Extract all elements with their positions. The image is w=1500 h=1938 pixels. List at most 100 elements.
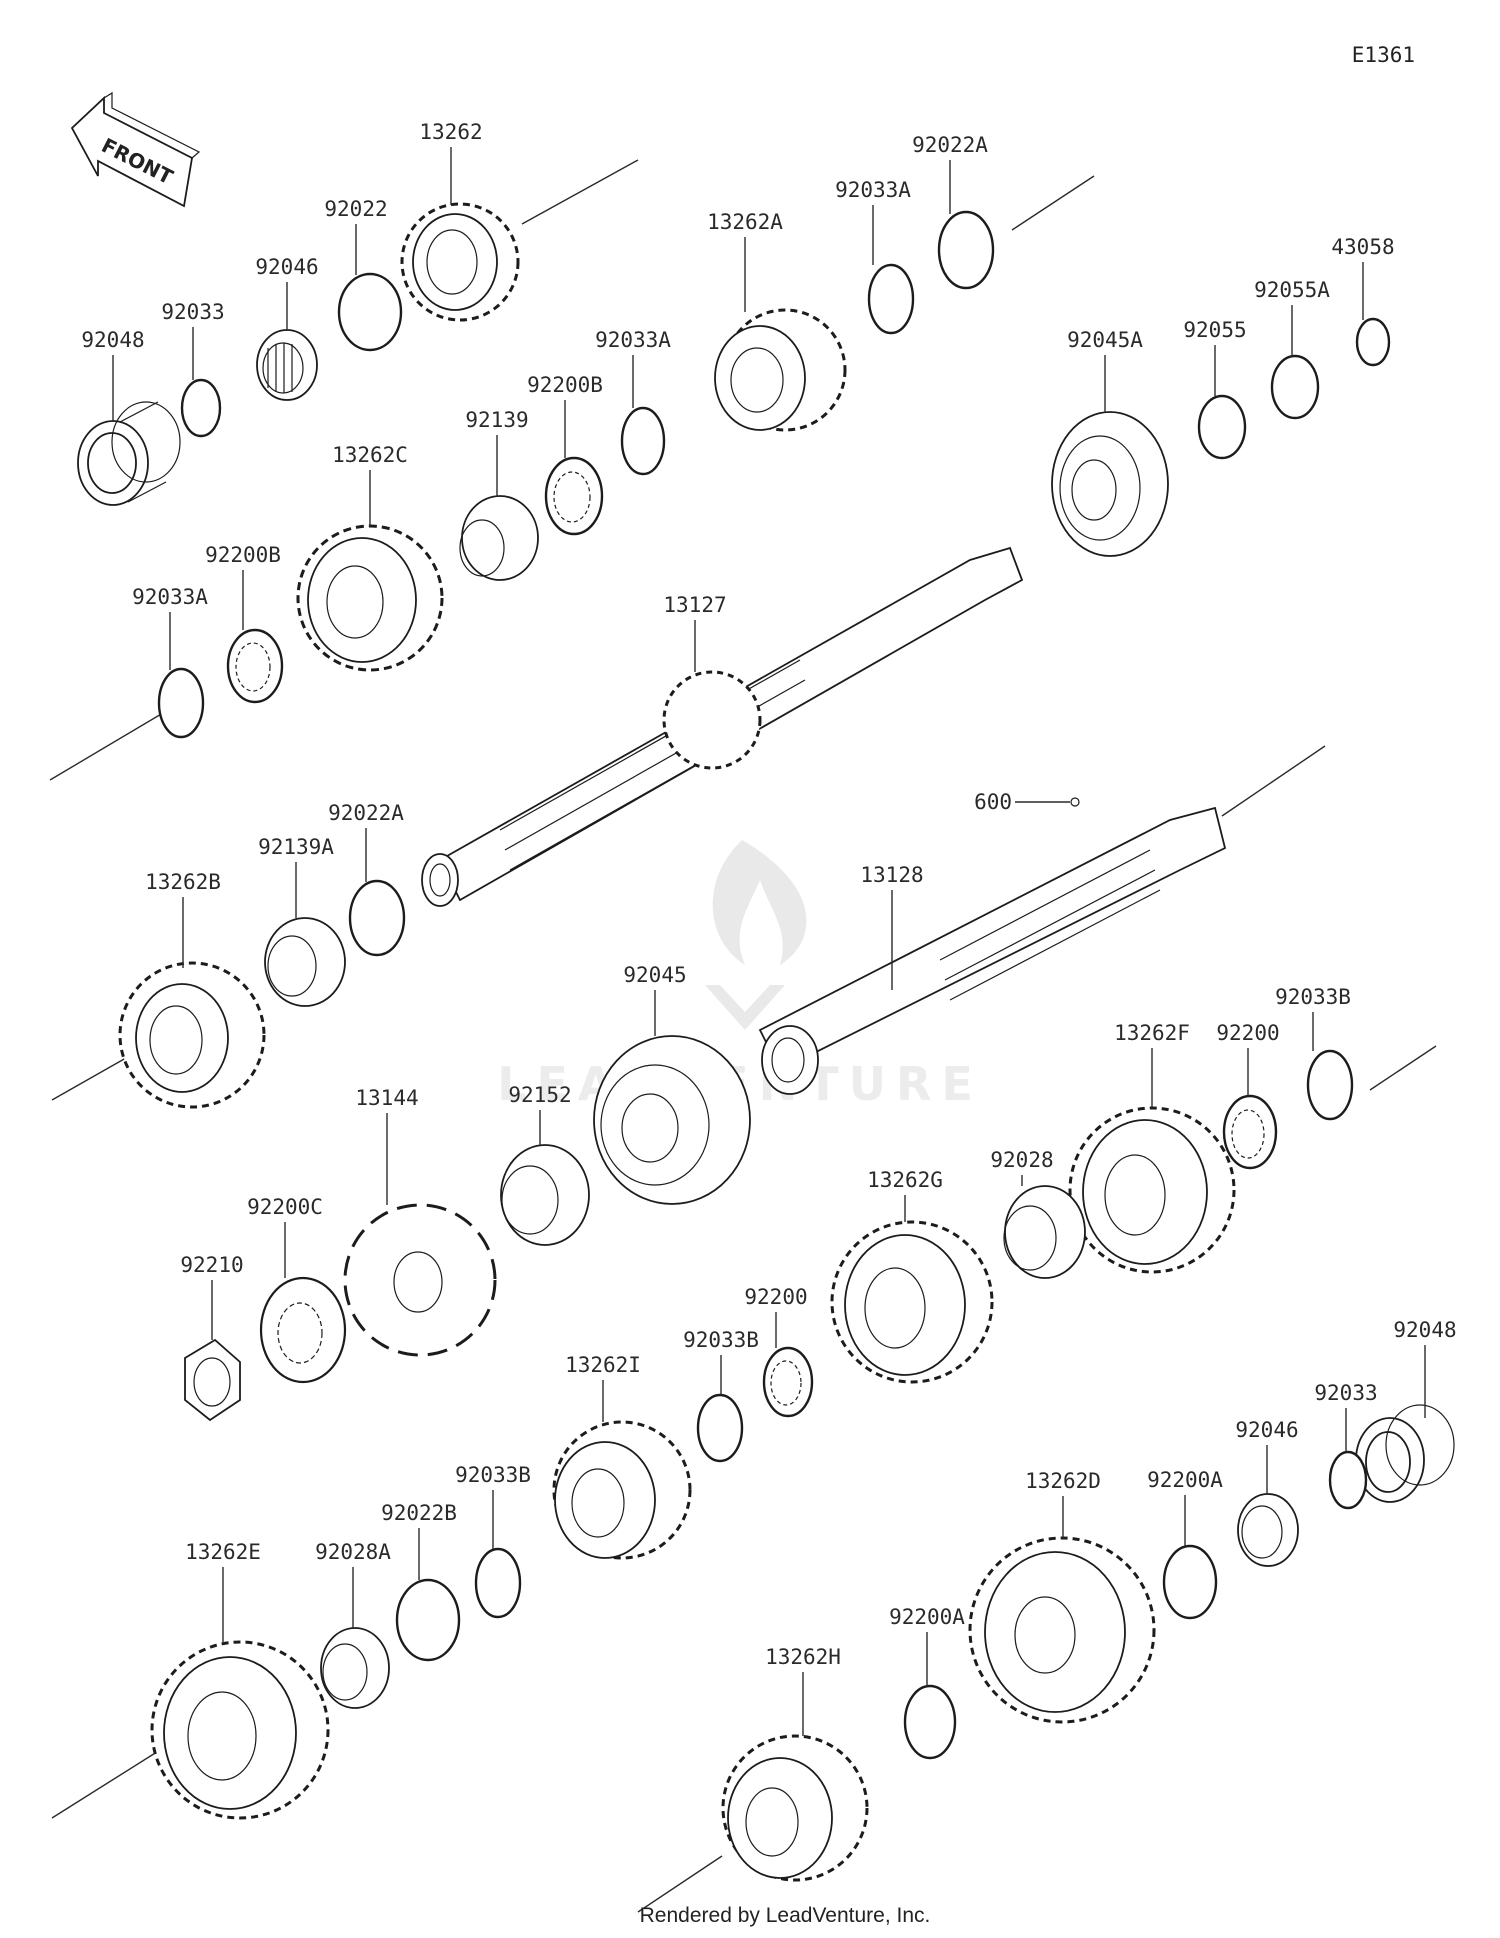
label-92200B-mid: 92200B (527, 373, 603, 397)
label-92028: 92028 (990, 1148, 1053, 1172)
label-92152: 92152 (508, 1083, 571, 1107)
pointer-600 (1015, 797, 1080, 807)
label-13262I: 13262I (565, 1353, 641, 1377)
label-92033A-mid: 92033A (595, 328, 671, 352)
label-92033B-low: 92033B (455, 1463, 531, 1487)
washer-92055A (1270, 354, 1320, 420)
label-13128: 13128 (860, 863, 923, 887)
collar-92152 (500, 1144, 590, 1246)
shaft-13127 (421, 546, 1024, 907)
spline-washer-92200B-mid (544, 456, 604, 536)
label-92210: 92210 (180, 1253, 243, 1277)
label-13262B: 13262B (145, 870, 221, 894)
label-92139: 92139 (465, 408, 528, 432)
label-92139A: 92139A (258, 835, 334, 859)
label-13127: 13127 (663, 593, 726, 617)
label-92033B-right: 92033B (1275, 985, 1351, 1009)
label-13262E: 13262E (185, 1540, 261, 1564)
label-43058: 43058 (1331, 235, 1394, 259)
label-92033B-mid: 92033B (683, 1328, 759, 1352)
bearing-92045 (593, 1035, 751, 1205)
washer-92055 (1197, 394, 1247, 460)
label-92045A: 92045A (1067, 328, 1143, 352)
label-92055: 92055 (1183, 318, 1246, 342)
gear-13262E (150, 1640, 330, 1820)
collar-92048 (77, 401, 181, 506)
circlip-92033 (180, 378, 222, 438)
bushing-92139A (264, 917, 346, 1007)
leader-lines (112, 147, 1426, 1736)
needle-bearing-92046-right (1237, 1493, 1299, 1567)
label-92200A-right: 92200A (1147, 1468, 1223, 1492)
label-92046-right: 92046 (1235, 1418, 1298, 1442)
gear-13262C (296, 524, 444, 672)
label-92200B-left: 92200B (205, 543, 281, 567)
label-13262A: 13262A (707, 210, 783, 234)
collar-43058 (1355, 317, 1391, 367)
washer-92022B (395, 1578, 461, 1662)
label-92046: 92046 (255, 255, 318, 279)
label-92200-right: 92200 (1216, 1021, 1279, 1045)
label-13262H: 13262H (765, 1645, 841, 1669)
needle-bearing-92046 (256, 329, 318, 401)
label-92033A-left: 92033A (132, 585, 208, 609)
washer-92022 (337, 272, 403, 352)
label-92022: 92022 (324, 197, 387, 221)
front-arrow-icon: FRONT (70, 91, 201, 208)
label-92200-mid: 92200 (744, 1285, 807, 1309)
gear-13262 (400, 202, 520, 322)
needle-bearing-92028 (1003, 1185, 1086, 1279)
gear-13262A (714, 308, 847, 432)
lock-washer-92200C (259, 1276, 347, 1384)
label-13262D: 13262D (1025, 1469, 1101, 1493)
bushing-92139 (459, 495, 539, 581)
label-92200C: 92200C (247, 1195, 323, 1219)
washer-92022A-mid (348, 879, 406, 957)
label-92048: 92048 (81, 328, 144, 352)
label-92055A: 92055A (1254, 278, 1330, 302)
shaft-13128 (758, 806, 1227, 1095)
label-13144: 13144 (355, 1086, 418, 1110)
diagram-code: E1361 (1352, 43, 1415, 67)
label-92022B: 92022B (381, 1501, 457, 1525)
gear-13262B (118, 961, 266, 1109)
circlip-92033A-top (867, 263, 915, 335)
collar-92048-right (1355, 1404, 1455, 1503)
label-13262G: 13262G (867, 1168, 943, 1192)
label-92048-right: 92048 (1393, 1318, 1456, 1342)
label-92200A-low: 92200A (889, 1605, 965, 1629)
nut-92210 (184, 1338, 241, 1422)
gear-13262F (1068, 1106, 1236, 1274)
label-92033-right: 92033 (1314, 1381, 1377, 1405)
part-labels: 13262 92022 92046 92033 92048 13262A 920… (81, 120, 1456, 1669)
spline-washer-92200B-left (226, 628, 284, 704)
label-92028A: 92028A (315, 1540, 391, 1564)
label-13262C: 13262C (332, 443, 408, 467)
label-13262F: 13262F (1114, 1021, 1190, 1045)
bearing-92045A (1051, 411, 1169, 557)
label-92045: 92045 (623, 963, 686, 987)
spline-washer-92200-mid (762, 1346, 814, 1418)
gear-13262D (968, 1536, 1156, 1724)
circlip-92033-right (1328, 1450, 1368, 1510)
sprocket-13144 (343, 1203, 497, 1357)
footer-credit: Rendered by LeadVenture, Inc. (640, 1904, 931, 1927)
label-13262: 13262 (419, 120, 482, 144)
label-92033A-top: 92033A (835, 178, 911, 202)
washer-92200A-low (903, 1684, 957, 1760)
circlip-92033B-low (474, 1547, 522, 1619)
gear-13262I (552, 1420, 692, 1560)
label-92022A-top: 92022A (912, 133, 988, 157)
circlip-92033B-right (1306, 1049, 1354, 1121)
circlip-92033A-left (157, 667, 205, 739)
label-92033: 92033 (161, 300, 224, 324)
gear-13262G (830, 1220, 994, 1384)
spline-washer-92200-right (1222, 1094, 1278, 1170)
washer-92200A-right (1162, 1544, 1218, 1620)
label-600: 600 (974, 790, 1012, 814)
gear-13262H (721, 1734, 869, 1882)
washer-92022A-top (937, 210, 995, 290)
circlip-92033A-mid (620, 406, 666, 476)
bushing-92028A (320, 1627, 390, 1709)
